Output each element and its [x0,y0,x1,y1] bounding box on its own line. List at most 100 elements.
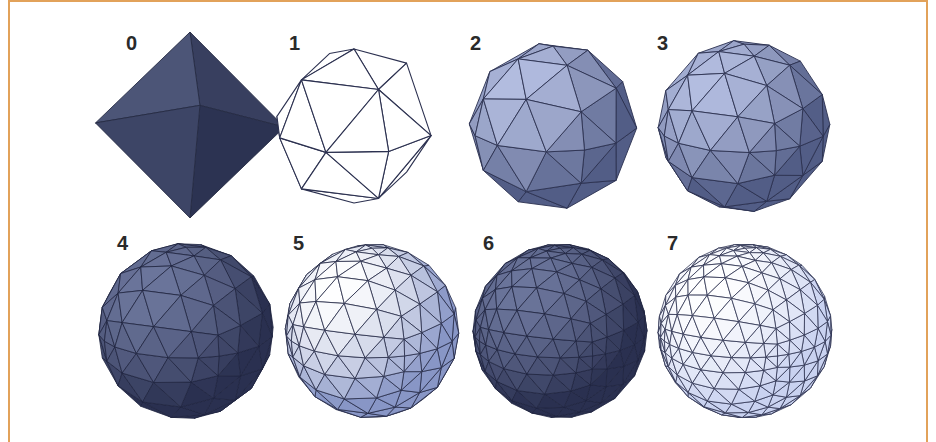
mesh-triangle [218,353,238,376]
mesh-triangle [404,339,420,356]
mesh-triangle [538,357,561,375]
mesh-triangle [96,105,200,218]
mesh-triangle [800,109,823,147]
mesh-triangle [527,374,553,394]
mesh-triangle [355,334,384,358]
mesh-triangle [553,319,576,341]
mesh-triangle [590,323,607,342]
mesh-triangle [750,357,765,370]
mesh-triangle [590,369,607,387]
mesh-triangle [675,280,688,297]
mesh-triangle [592,342,605,356]
mesh-triangle [745,370,763,385]
mesh-triangle [553,373,576,391]
mesh-triangle [355,376,384,398]
mesh-triangle [776,328,790,343]
mesh-triangle [495,271,511,290]
mesh-triangle [817,305,827,328]
mesh-triangle [789,365,804,382]
mesh-triangle [485,289,497,309]
geodesic-sphere [658,41,830,212]
mesh-triangle [420,304,442,333]
mesh-triangle [404,353,420,371]
mesh-triangle [725,413,748,418]
mesh-triangle [775,124,800,151]
mesh-triangle [804,313,818,335]
mesh-triangle [560,357,579,373]
mesh-triangle [688,52,725,76]
mesh-triangle [776,367,790,382]
mesh-triangle [766,356,778,367]
geodesic-sphere [96,32,285,218]
mesh-triangle [154,382,192,407]
mesh-triangle [401,372,422,393]
geodesic-sphere [99,244,273,419]
mesh-triangle [495,271,511,290]
mesh-triangle [238,326,259,353]
mesh-triangle [590,369,607,385]
mesh-triangle [537,407,564,416]
mesh-triangle [789,365,804,382]
mesh-triangle [592,354,607,369]
mesh-triangle [777,354,788,367]
geodesic-sphere [469,44,636,208]
mesh-triangle [218,335,238,356]
mesh-triangle [355,309,384,337]
mesh-triangle [581,112,616,150]
mesh-triangle [404,353,422,371]
mesh-triangle [606,366,624,386]
mesh-triangle [300,280,316,303]
geodesic-sphere [285,245,458,418]
mesh-triangle [731,358,750,373]
mesh-triangle [676,280,688,297]
mesh-triangle [198,356,219,376]
geodesic-sphere [277,49,431,203]
mesh-triangle [776,367,790,381]
mesh-triangle [579,356,593,369]
mesh-triangle [168,358,198,382]
level-number: 5 [293,233,304,253]
mesh-triangle [338,356,365,379]
level-number: 2 [470,33,481,53]
mesh-triangle [777,354,790,367]
mesh-triangle [388,356,404,372]
level-number: 1 [289,33,300,53]
mesh-triangle [710,150,749,183]
mesh-triangle [190,105,284,218]
mesh-triangle [745,342,763,358]
mesh-triangle [616,88,637,143]
mesh-triangle [326,151,389,198]
level-number: 4 [117,233,128,253]
mesh-triangle [154,295,192,331]
mesh-triangle [723,340,745,357]
mesh-triangle [401,372,422,391]
mesh-triangle [553,339,576,358]
level-number: 0 [126,33,137,53]
frame-border [9,1,927,442]
mesh-triangle [497,145,546,191]
geodesic-sphere [658,245,832,418]
mesh-triangle [723,373,745,390]
mesh-triangle [605,337,620,354]
mesh-triangle [592,354,605,369]
mesh-triangle [365,357,388,376]
mesh-triangle [546,150,584,183]
mesh-triangle [344,398,376,413]
mesh-triangle [326,89,389,152]
mesh-triangle [738,117,775,153]
mesh-triangle [118,267,142,293]
mesh-triangle [750,248,764,253]
mesh-triangle [739,322,760,343]
mesh-triangle [789,340,802,354]
mesh-triangle [789,322,804,341]
mesh-triangle [526,99,581,151]
mesh-triangle [606,366,624,386]
level-number: 3 [657,33,668,53]
mesh-triangle [420,333,437,354]
mesh-triangle [777,344,788,356]
mesh-triangle [749,151,776,176]
mesh-triangle [714,389,738,404]
level-number: 7 [667,233,678,253]
